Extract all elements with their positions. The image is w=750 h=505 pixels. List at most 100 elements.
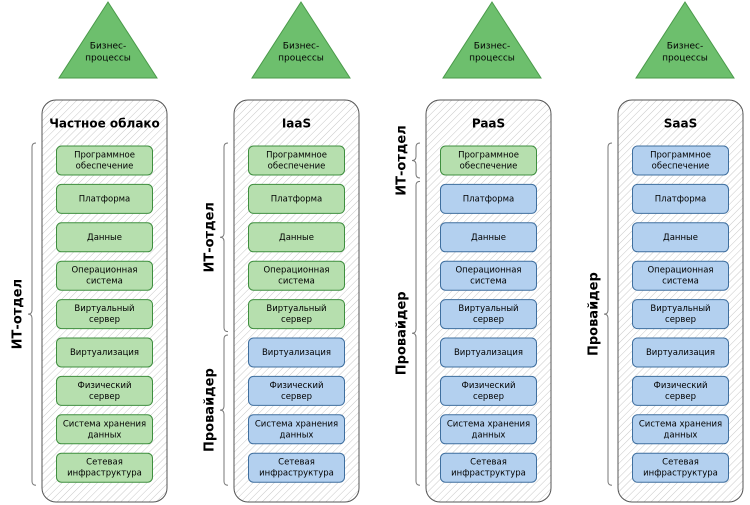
layer-label-line: Виртуализация [262, 348, 331, 358]
layer-label-line: сервер [473, 392, 504, 402]
layer-box [56, 260, 153, 291]
layer-label-line: инфраструктура [259, 469, 334, 479]
layer-label-line: система [278, 277, 315, 287]
layer-label-line: Программное [266, 151, 327, 161]
triangle-label-line: процессы [662, 54, 708, 64]
layer-label: Данные [87, 233, 122, 243]
layer-label-line: инфраструктура [67, 469, 142, 479]
layer-label-line: Виртуальный [458, 304, 518, 314]
layer-label-line: данных [88, 430, 122, 440]
layer-label-line: обеспечение [460, 162, 518, 172]
layer-label: Платформа [655, 194, 706, 204]
triangle-label-line: процессы [278, 54, 324, 64]
layer-label-line: сервер [665, 392, 696, 402]
layer-box [440, 222, 537, 253]
column-title: Частное облако [49, 117, 160, 131]
triangle-label-line: Бизнес- [90, 42, 126, 52]
layer-label-line: сервер [281, 392, 312, 402]
layer-box [248, 145, 345, 176]
group-brace [411, 142, 421, 179]
group-label: ИТ-отдел [395, 125, 410, 195]
layer-label: Данные [279, 233, 314, 243]
layer-label-line: сервер [89, 315, 120, 325]
triangle-label: Бизнес-процессы [662, 42, 708, 64]
group-brace [603, 142, 613, 486]
layer-box [440, 414, 537, 445]
layer-label-line: Данные [279, 233, 314, 243]
layer-box [440, 337, 537, 368]
layer-label-line: Операционная [647, 266, 713, 276]
group-label: ИТ-отдел [11, 279, 26, 349]
layer-label-line: Операционная [263, 266, 329, 276]
column-title: SaaS [664, 117, 697, 131]
layer-label: Платформа [271, 194, 322, 204]
group-brace [27, 142, 37, 486]
layer-label-line: Операционная [455, 266, 521, 276]
layer-label-line: система [662, 277, 699, 287]
layer-label-line: Система хранения [447, 419, 530, 429]
layer-box [248, 260, 345, 291]
layer-box [56, 452, 153, 483]
layer-box [440, 452, 537, 483]
layer-label-line: Сетевая [662, 458, 699, 468]
layer-label-line: Программное [458, 151, 519, 161]
layer-label-line: Платформа [655, 194, 706, 204]
layer-label: Виртуализация [454, 348, 523, 358]
layer-label-line: Виртуальный [74, 304, 134, 314]
group-brace [219, 142, 229, 333]
group-label: Провайдер [587, 272, 602, 356]
layer-box [56, 375, 153, 406]
layer-label-line: сервер [89, 392, 120, 402]
layer-label-line: обеспечение [76, 162, 134, 172]
column-title: IaaS [282, 117, 311, 131]
layer-label-line: Данные [87, 233, 122, 243]
triangle-label-line: Бизнес- [474, 42, 510, 52]
layer-label: Данные [663, 233, 698, 243]
layer-label-line: Программное [74, 151, 135, 161]
group-label: Провайдер [395, 291, 410, 375]
layer-label-line: Физический [462, 381, 516, 391]
triangle-label: Бизнес-процессы [469, 42, 515, 64]
group-label: Провайдер [203, 368, 218, 452]
layer-label: Виртуализация [70, 348, 139, 358]
layer-box [440, 299, 537, 330]
layer-box [56, 337, 153, 368]
layer-box [248, 183, 345, 214]
layer-label: Платформа [79, 194, 130, 204]
layer-label-line: Виртуализация [454, 348, 523, 358]
layer-box [248, 337, 345, 368]
business-process-triangle [635, 1, 735, 79]
layer-label-line: Физический [654, 381, 708, 391]
layer-label-line: данных [664, 430, 698, 440]
layer-box [440, 375, 537, 406]
triangle-label-line: процессы [85, 54, 131, 64]
layer-label-line: Физический [270, 381, 324, 391]
layer-box [248, 222, 345, 253]
layer-label-line: Данные [471, 233, 506, 243]
group-brace [411, 180, 421, 486]
layer-box [632, 222, 729, 253]
